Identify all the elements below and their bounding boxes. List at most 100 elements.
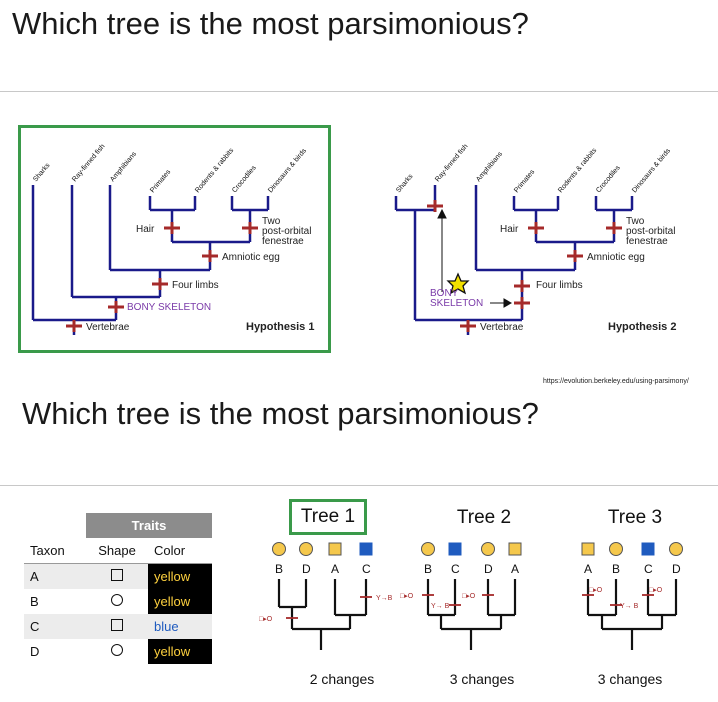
taxon-label: Crocodiles [595,164,622,194]
tip-label: D [302,562,311,576]
taxon-label: Crocodiles [231,164,258,194]
trait-label-highlighted: SKELETON [430,298,483,309]
change-label: Y→ B [431,603,450,610]
tree1-changes: 2 changes [309,671,375,687]
tip-label: A [331,562,339,576]
square-yellow-icon [581,542,595,556]
trait-label: Four limbs [536,280,583,291]
tree2-change-labels: □▸O Y→ B □▸O [400,593,476,610]
change-label: □▸O [589,587,603,594]
tree2-tips: B C D A [424,562,519,576]
trait-label: Vertebrae [86,322,130,333]
trait-label: fenestrae [262,236,304,247]
tip-label: D [484,562,493,576]
taxon-label: Amphibians [475,150,504,183]
hypothesis2-label: Hypothesis 2 [608,321,676,333]
square-blue-icon [448,542,462,556]
change-label: □▸O [649,587,663,594]
table-row: D yellow [24,639,212,664]
trait-label: fenestrae [626,236,668,247]
trait-label: Two [626,216,645,227]
taxon-label: Ray-finned fish [71,143,106,183]
trait-label: Vertebrae [480,322,524,333]
circle-icon [111,644,123,656]
tree3-changes: 3 changes [597,671,663,687]
slide1-title: Which tree is the most parsimonious? [12,6,529,41]
hypothesis1-trait-marks [66,222,258,332]
tip-label: A [584,562,592,576]
square-icon [111,619,123,631]
tree2-symbols [421,542,522,556]
tree3-tips: A B C D [584,562,681,576]
tip-label: B [275,562,283,576]
trait-label-highlighted: BONY [430,288,459,299]
hypothesis1-label: Hypothesis 1 [246,321,314,333]
trait-label: Four limbs [172,280,219,291]
change-label: □▸O [400,593,414,600]
tree2-change-marks [422,594,494,606]
square-yellow-icon [508,542,522,556]
color-cell: blue [148,614,212,639]
tree1-branches [277,579,368,650]
tip-label: C [644,562,653,576]
circle-yellow-icon [481,542,495,556]
slide-divider [0,91,718,92]
change-label: Y→B [376,595,393,602]
taxon-cell: A [24,563,86,589]
trait-label: Amniotic egg [587,252,645,263]
tip-label: D [672,562,681,576]
taxon-label: Rodents & rabbits [557,147,598,195]
tree2-branches [426,579,517,650]
hypothesis2-trait-labels: Hair Two post-orbital fenestrae Amniotic… [430,216,676,333]
column-header: Shape [86,538,148,564]
hypothesis1-trait-labels: Hair Two post-orbital fenestrae Amniotic… [86,216,314,333]
traits-group-header: Traits [86,513,212,538]
taxon-cell: D [30,644,40,659]
source-url[interactable]: https://evolution.berkeley.edu/using-par… [543,378,689,385]
change-label: □▸O [259,616,273,623]
trait-label: post-orbital [626,226,675,237]
circle-yellow-icon [272,542,286,556]
hypothesis2-arrows [437,208,513,308]
table-row: A yellow [24,563,212,589]
hypothesis1-highlight-box [18,125,331,353]
taxon-label: Rodents & rabbits [194,147,235,195]
taxon-label: Primates [513,168,536,194]
taxon-cell: B [30,594,39,609]
tree2-label: Tree 2 [456,507,512,528]
taxon-cell: C [24,614,86,639]
cladogram-figure: Sharks Ray-finned fish Amphibians Primat… [31,143,676,335]
circle-yellow-icon [609,542,623,556]
square-icon [111,569,123,581]
circle-yellow-icon [299,542,313,556]
star-icon [446,272,470,295]
square-yellow-icon [328,542,342,556]
tip-label: A [511,562,519,576]
change-label: □▸O [462,593,476,600]
trait-label: Amniotic egg [222,252,280,263]
slide-divider [0,485,718,486]
tip-label: B [612,562,620,576]
column-header: Taxon [24,538,86,564]
hypothesis2-taxa-labels: Sharks Ray-finned fish Amphibians Primat… [395,143,672,194]
tip-label: C [451,562,460,576]
trait-label: Hair [136,224,155,235]
tree1-change-labels: □▸O Y→B [259,595,393,623]
traits-table: Traits Taxon Shape Color A yellow B yell… [24,513,212,664]
tree3-branches [586,579,678,650]
color-cell: yellow [148,563,212,589]
circle-yellow-icon [669,542,683,556]
taxon-label: Ray-finned fish [434,143,469,183]
tree1-label: Tree 1 [289,499,367,535]
trait-label: post-orbital [262,226,311,237]
color-cell: yellow [148,589,212,614]
trait-label-highlighted: BONY SKELETON [127,302,211,313]
tip-label: B [424,562,432,576]
square-blue-icon [641,542,655,556]
tip-label: C [362,562,371,576]
trait-label: Two [262,216,281,227]
tree3-symbols [581,542,683,556]
hypothesis1-taxa-labels: Sharks Ray-finned fish Amphibians Primat… [32,143,308,194]
table-header-row: Taxon Shape Color [24,538,212,564]
taxon-label: Sharks [32,162,52,184]
